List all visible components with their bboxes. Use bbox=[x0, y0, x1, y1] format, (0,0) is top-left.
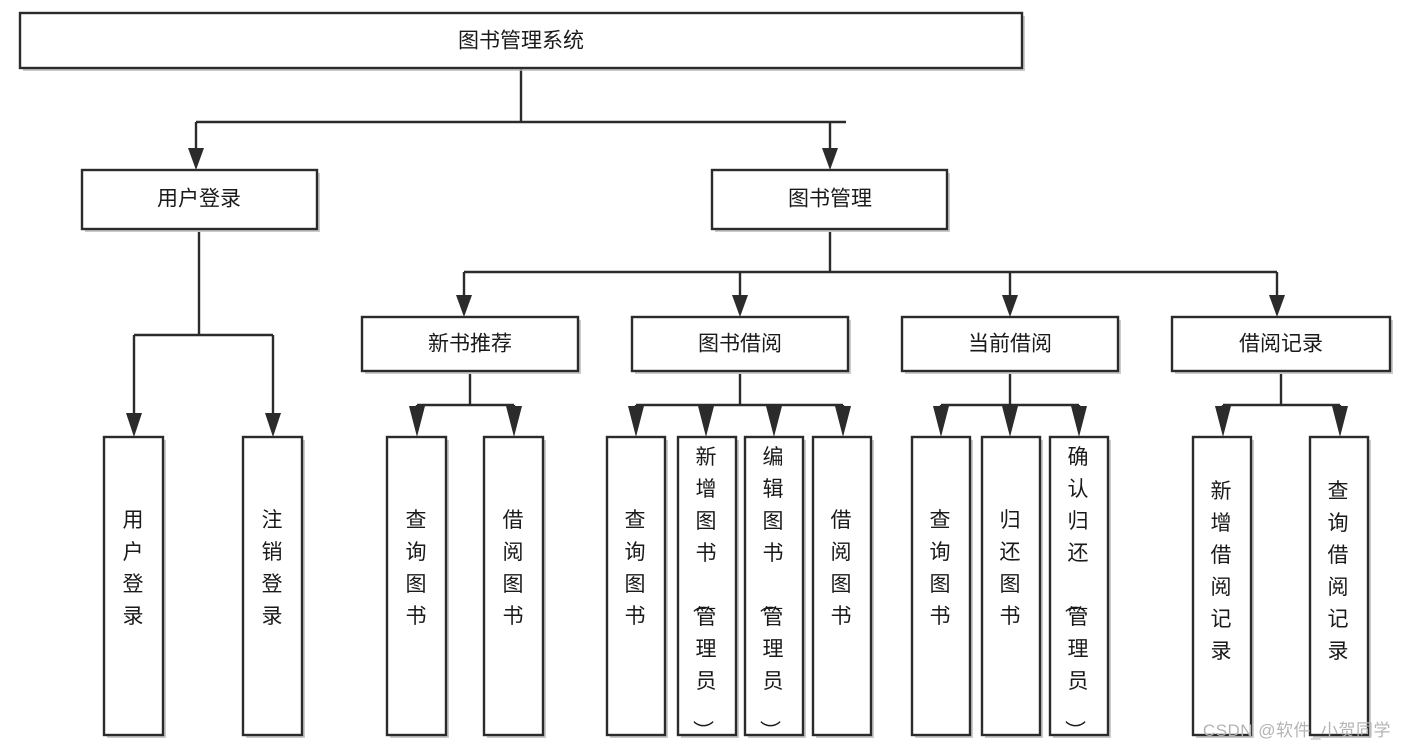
arrowhead-leaf-borrow-book-br bbox=[835, 406, 851, 437]
arrowhead-leaf-query-record bbox=[1332, 406, 1348, 437]
node-leaf-edit-book-label: 编辑图书（管理员） bbox=[758, 446, 784, 741]
node-leaf-user-login-label: 用户登录 bbox=[123, 509, 144, 628]
node-leaf-edit-book[interactable]: 编辑图书（管理员） bbox=[743, 435, 806, 741]
node-leaf-query-book-rec-label: 查询图书 bbox=[406, 509, 427, 628]
arrowhead-user-login bbox=[188, 148, 204, 170]
node-root-label: 图书管理系统 bbox=[458, 30, 584, 53]
arrowhead-leaf-add-record bbox=[1215, 406, 1231, 437]
node-leaf-logout-label: 注销登录 bbox=[262, 509, 283, 628]
node-leaf-borrow-book-rec-label: 借阅图书 bbox=[503, 509, 524, 628]
node-new-book-rec-label: 新书推荐 bbox=[428, 333, 512, 356]
node-book-borrow[interactable]: 图书借阅 bbox=[630, 315, 851, 374]
arrowhead-leaf-add-book bbox=[698, 406, 714, 437]
node-new-book-rec[interactable]: 新书推荐 bbox=[360, 315, 581, 374]
arrowhead-leaf-logout bbox=[265, 413, 281, 437]
node-leaf-borrow-book-rec[interactable]: 借阅图书 bbox=[482, 435, 546, 738]
node-leaf-borrow-book-br-label: 借阅图书 bbox=[831, 509, 852, 628]
node-leaf-query-book-br[interactable]: 查询图书 bbox=[605, 435, 668, 738]
node-leaf-query-book-rec[interactable]: 查询图书 bbox=[385, 435, 449, 738]
arrowhead-leaf-confirm-return bbox=[1071, 406, 1087, 437]
node-leaf-return-book-label: 归还图书 bbox=[1000, 509, 1021, 628]
arrowhead-new-book-rec bbox=[456, 295, 472, 317]
node-leaf-add-record[interactable]: 新增借阅记录 bbox=[1191, 435, 1254, 738]
node-leaf-confirm-return[interactable]: 确认归还（管理员） bbox=[1048, 435, 1111, 741]
node-book-manage-label: 图书管理 bbox=[788, 188, 872, 211]
node-book-manage[interactable]: 图书管理 bbox=[710, 168, 950, 232]
node-current-borrow[interactable]: 当前借阅 bbox=[900, 315, 1121, 374]
node-leaf-user-login[interactable]: 用户登录 bbox=[102, 435, 166, 738]
node-borrow-record[interactable]: 借阅记录 bbox=[1170, 315, 1393, 374]
node-leaf-return-book[interactable]: 归还图书 bbox=[980, 435, 1043, 738]
node-leaf-query-book-cb-label: 查询图书 bbox=[930, 509, 951, 628]
node-book-borrow-label: 图书借阅 bbox=[698, 333, 782, 356]
node-current-borrow-label: 当前借阅 bbox=[968, 333, 1052, 356]
connector-layer bbox=[126, 68, 1348, 437]
arrowhead-leaf-borrow-book-rec bbox=[506, 406, 522, 437]
node-leaf-add-record-label: 新增借阅记录 bbox=[1211, 480, 1232, 663]
arrowhead-leaf-query-book-cb bbox=[933, 406, 949, 437]
node-user-login[interactable]: 用户登录 bbox=[80, 168, 320, 232]
arrowhead-book-manage bbox=[822, 148, 838, 170]
node-borrow-record-label: 借阅记录 bbox=[1239, 333, 1323, 356]
arrowhead-leaf-edit-book bbox=[766, 406, 782, 437]
node-leaf-add-book[interactable]: 新增图书（管理员） bbox=[676, 435, 739, 741]
node-leaf-query-record[interactable]: 查询借阅记录 bbox=[1308, 435, 1371, 738]
node-leaf-query-record-label: 查询借阅记录 bbox=[1328, 480, 1349, 663]
node-root[interactable]: 图书管理系统 bbox=[18, 11, 1025, 71]
node-leaf-add-book-label: 新增图书（管理员） bbox=[691, 446, 717, 741]
node-leaf-query-book-br-label: 查询图书 bbox=[625, 509, 646, 628]
arrowhead-current-borrow bbox=[1002, 295, 1018, 317]
arrowhead-leaf-query-book-rec bbox=[409, 406, 425, 437]
node-leaf-logout[interactable]: 注销登录 bbox=[241, 435, 305, 738]
arrowhead-borrow-record bbox=[1269, 295, 1285, 317]
node-leaf-query-book-cb[interactable]: 查询图书 bbox=[910, 435, 973, 738]
arrowhead-leaf-query-book-br bbox=[628, 406, 644, 437]
node-user-login-label: 用户登录 bbox=[157, 188, 241, 211]
node-leaf-confirm-return-label: 确认归还（管理员） bbox=[1063, 446, 1089, 741]
node-leaf-borrow-book-br[interactable]: 借阅图书 bbox=[811, 435, 874, 738]
arrowhead-book-borrow bbox=[732, 295, 748, 317]
arrowhead-leaf-user-login bbox=[126, 413, 142, 437]
arrowhead-leaf-return-book bbox=[1002, 406, 1018, 437]
